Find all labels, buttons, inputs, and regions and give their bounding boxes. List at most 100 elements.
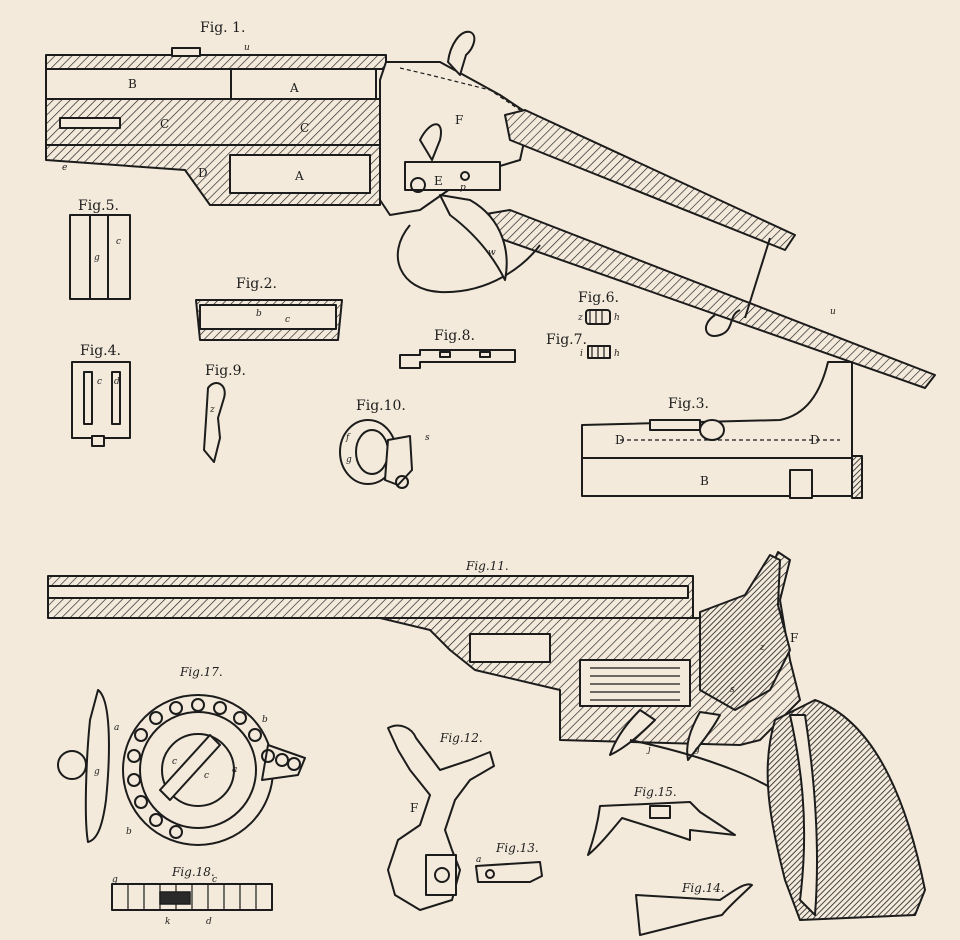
svg-text:F: F: [410, 801, 418, 815]
fig1-barrel-b: [45, 68, 232, 100]
svg-text:Fig.12.: Fig.12.: [439, 731, 483, 745]
figure-5: Fig.5. g c: [69, 198, 131, 300]
svg-text:B: B: [700, 474, 709, 488]
svg-text:u: u: [830, 307, 836, 317]
svg-text:g: g: [694, 745, 700, 755]
figure-8: Fig.8.: [399, 328, 516, 369]
svg-text:d: d: [114, 377, 120, 387]
figure-1: Fig. 1. B A C C D A E F: [45, 20, 936, 389]
fig1-chamber-a-upper: [230, 68, 377, 100]
figure-11: Fig.11. F j g s z: [47, 551, 926, 921]
svg-text:f: f: [345, 433, 351, 443]
svg-text:g: g: [346, 455, 352, 465]
svg-text:E: E: [434, 174, 443, 188]
svg-text:g: g: [112, 875, 118, 885]
svg-text:Fig.18.: Fig.18.: [171, 865, 215, 879]
svg-text:p: p: [460, 183, 466, 193]
figure-2: Fig.2. c b: [195, 276, 343, 341]
svg-text:Fig.6.: Fig.6.: [578, 290, 619, 306]
fig1-stock-lower: [479, 209, 936, 389]
svg-text:Fig.15.: Fig.15.: [633, 785, 677, 799]
figure-9: Fig.9. z: [203, 363, 246, 463]
svg-text:D: D: [615, 433, 625, 447]
svg-text:A: A: [294, 169, 304, 183]
svg-text:A: A: [289, 81, 299, 95]
svg-text:z: z: [577, 313, 583, 323]
svg-text:b: b: [126, 827, 132, 837]
svg-text:Fig.7.: Fig.7.: [546, 332, 587, 348]
svg-text:h: h: [614, 349, 620, 359]
svg-text:Fig.4.: Fig.4.: [80, 343, 121, 359]
figure-3: Fig.3. D D B: [581, 361, 863, 499]
svg-text:w: w: [488, 248, 496, 258]
svg-text:s: s: [730, 685, 735, 695]
svg-text:Fig.8.: Fig.8.: [434, 328, 475, 344]
figure-12: Fig.12. F: [387, 724, 495, 911]
fig1-hammer-spur: [447, 30, 476, 76]
figure-7: Fig.7. i h: [546, 332, 620, 359]
figure-13: Fig.13. a: [475, 841, 543, 883]
svg-text:a: a: [476, 855, 481, 865]
svg-text:c: c: [204, 771, 209, 781]
svg-text:u: u: [244, 43, 250, 53]
figure-10: Fig.10. f g s: [339, 398, 430, 489]
fig1-stock-upper: [504, 109, 796, 251]
svg-text:h: h: [614, 313, 620, 323]
svg-text:B: B: [128, 77, 137, 91]
fig11-cylinder: [579, 659, 691, 707]
svg-text:b: b: [262, 715, 268, 725]
svg-text:z: z: [209, 405, 215, 415]
fig1-frame-body: [379, 61, 531, 216]
svg-text:c: c: [116, 237, 121, 247]
svg-text:C: C: [300, 121, 309, 135]
figure-4: Fig.4. c d: [71, 343, 131, 447]
figure-18: Fig.18. g c k d: [111, 865, 273, 927]
svg-text:c: c: [172, 757, 177, 767]
svg-text:Fig.9.: Fig.9.: [205, 363, 246, 379]
svg-text:Fig.13.: Fig.13.: [495, 841, 539, 855]
svg-text:a: a: [114, 723, 119, 733]
figure-15: Fig.15.: [587, 785, 736, 856]
fig1-barrel-top: [45, 54, 387, 70]
figure-6: Fig.6. z h: [577, 290, 620, 325]
figure-14: Fig.14.: [635, 881, 753, 936]
svg-text:g: g: [94, 253, 100, 263]
svg-text:D: D: [810, 433, 820, 447]
fig1-lock-e: [404, 161, 501, 191]
fig1-trigger: [439, 194, 508, 281]
figure-17: Fig.17. g a b c c a b: [57, 665, 306, 846]
svg-text:e: e: [62, 163, 67, 173]
fig11-grip: [766, 699, 926, 921]
svg-text:Fig.3.: Fig.3.: [668, 396, 709, 412]
svg-text:z: z: [759, 643, 765, 653]
svg-text:d: d: [206, 917, 212, 927]
svg-text:C: C: [160, 117, 169, 131]
fig17-chambers: [127, 698, 301, 839]
fig11-hammer: [699, 554, 791, 711]
svg-text:Fig.14.: Fig.14.: [681, 881, 725, 895]
fig1-trigger-guard: [396, 224, 541, 294]
svg-text:c: c: [212, 875, 217, 885]
svg-text:F: F: [455, 113, 463, 127]
svg-text:k: k: [165, 917, 170, 927]
svg-text:c: c: [97, 377, 102, 387]
svg-text:Fig.10.: Fig.10.: [356, 398, 406, 414]
svg-text:j: j: [646, 745, 651, 755]
svg-text:Fig.5.: Fig.5.: [78, 198, 119, 214]
svg-text:D: D: [198, 166, 208, 180]
fig1-caption: Fig. 1.: [200, 20, 245, 36]
svg-text:i: i: [580, 349, 583, 359]
svg-text:Fig.11.: Fig.11.: [465, 559, 509, 573]
fig1-chamber-a-lower: [229, 154, 371, 194]
svg-text:s: s: [425, 433, 430, 443]
svg-text:Fig.2.: Fig.2.: [236, 276, 277, 292]
fig1-sight: [171, 47, 201, 57]
svg-text:g: g: [94, 767, 100, 777]
svg-text:c: c: [285, 315, 290, 325]
fig12-hammer: [387, 724, 495, 911]
svg-text:a: a: [232, 765, 237, 775]
svg-text:Fig.17.: Fig.17.: [179, 665, 223, 679]
svg-text:b: b: [256, 309, 262, 319]
